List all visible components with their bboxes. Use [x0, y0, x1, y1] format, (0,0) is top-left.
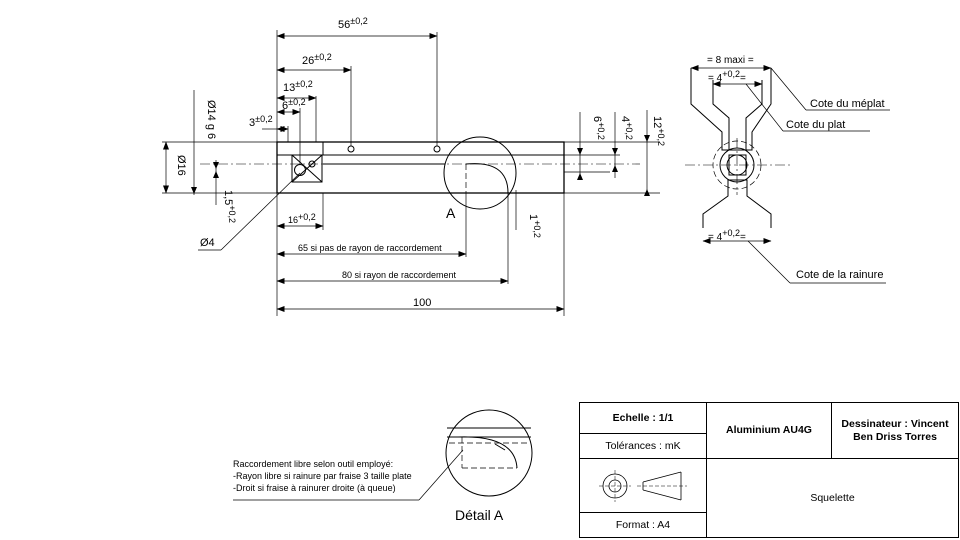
right-dimensions: A 1+0,2 6+0,2 4+0,2 12+0,2	[446, 110, 666, 238]
main-view: 56±0,2 26±0,2 13±0,2 6±0,2 3±0,2 16+0,2 …	[162, 16, 666, 316]
dim-1: 1+0,2	[527, 214, 542, 238]
cell-tolerances: Tolérances : mK	[580, 434, 707, 459]
projection-symbol-icon	[599, 469, 687, 502]
cell-matiere: Aluminium AU4G	[707, 403, 832, 459]
callout-rainure: Cote de la rainure	[796, 269, 883, 281]
side-dim-4-top: = 4+0,2=	[708, 69, 746, 84]
dim-3: 3±0,2	[249, 114, 273, 129]
callout-meplat: Cote du méplat	[810, 98, 885, 110]
extension-lines	[162, 30, 660, 316]
left-dimensions: Ø14 g 6 Ø16 1,5+0,2 Ø4	[163, 90, 301, 251]
cell-projection-symbol	[580, 459, 707, 513]
detail-note-1: Raccordement libre selon outil employé:	[233, 459, 393, 469]
cell-dessinateur: Dessinateur : Vincent Ben Driss Torres	[832, 403, 958, 459]
title-block: Echelle : 1/1 Tolérances : mK Format : A…	[579, 402, 959, 538]
dim-phi16: Ø16	[175, 155, 187, 176]
detail-title: Détail A	[455, 507, 504, 523]
part-outline	[200, 136, 640, 210]
dim-16: 16+0,2	[288, 212, 316, 225]
dim-1-5: 1,5+0,2	[222, 190, 237, 223]
callout-plat: Cote du plat	[786, 119, 845, 131]
cell-format: Format : A4	[580, 513, 707, 537]
dim-4v: 4+0,2	[619, 116, 634, 140]
horizontal-dimensions: 56±0,2 26±0,2 13±0,2 6±0,2 3±0,2 16+0,2 …	[249, 16, 565, 312]
detail-note-3: -Droit si fraise à rainurer droite (à qu…	[233, 483, 396, 493]
dim-6: 6±0,2	[282, 97, 306, 112]
dim-26: 26±0,2	[302, 52, 332, 67]
dim-6v: 6+0,2	[591, 116, 606, 140]
side-dim-4-bottom: = 4+0,2=	[708, 228, 746, 243]
dim-56: 56±0,2	[338, 16, 368, 31]
dim-phi4: Ø4	[200, 237, 215, 249]
side-dim-8: = 8 maxi =	[707, 55, 754, 66]
dim-phi14: Ø14 g 6	[205, 100, 217, 139]
detail-a: Raccordement libre selon outil employé: …	[233, 409, 533, 523]
dim-12v: 12+0,2	[651, 116, 666, 146]
side-view: = 8 maxi = = 4+0,2= = 4+0,2= Cote du mép…	[685, 55, 890, 284]
dim-100: 100	[413, 297, 431, 309]
cell-echelle: Echelle : 1/1	[580, 403, 707, 434]
dim-65: 65 si pas de rayon de raccordement	[298, 243, 442, 253]
dim-80: 80 si rayon de raccordement	[342, 270, 457, 280]
detail-label-a: A	[446, 205, 456, 221]
dim-13: 13±0,2	[283, 79, 313, 94]
cell-nom: Squelette	[810, 491, 855, 504]
detail-note-2: -Rayon libre si rainure par fraise 3 tai…	[233, 471, 412, 481]
